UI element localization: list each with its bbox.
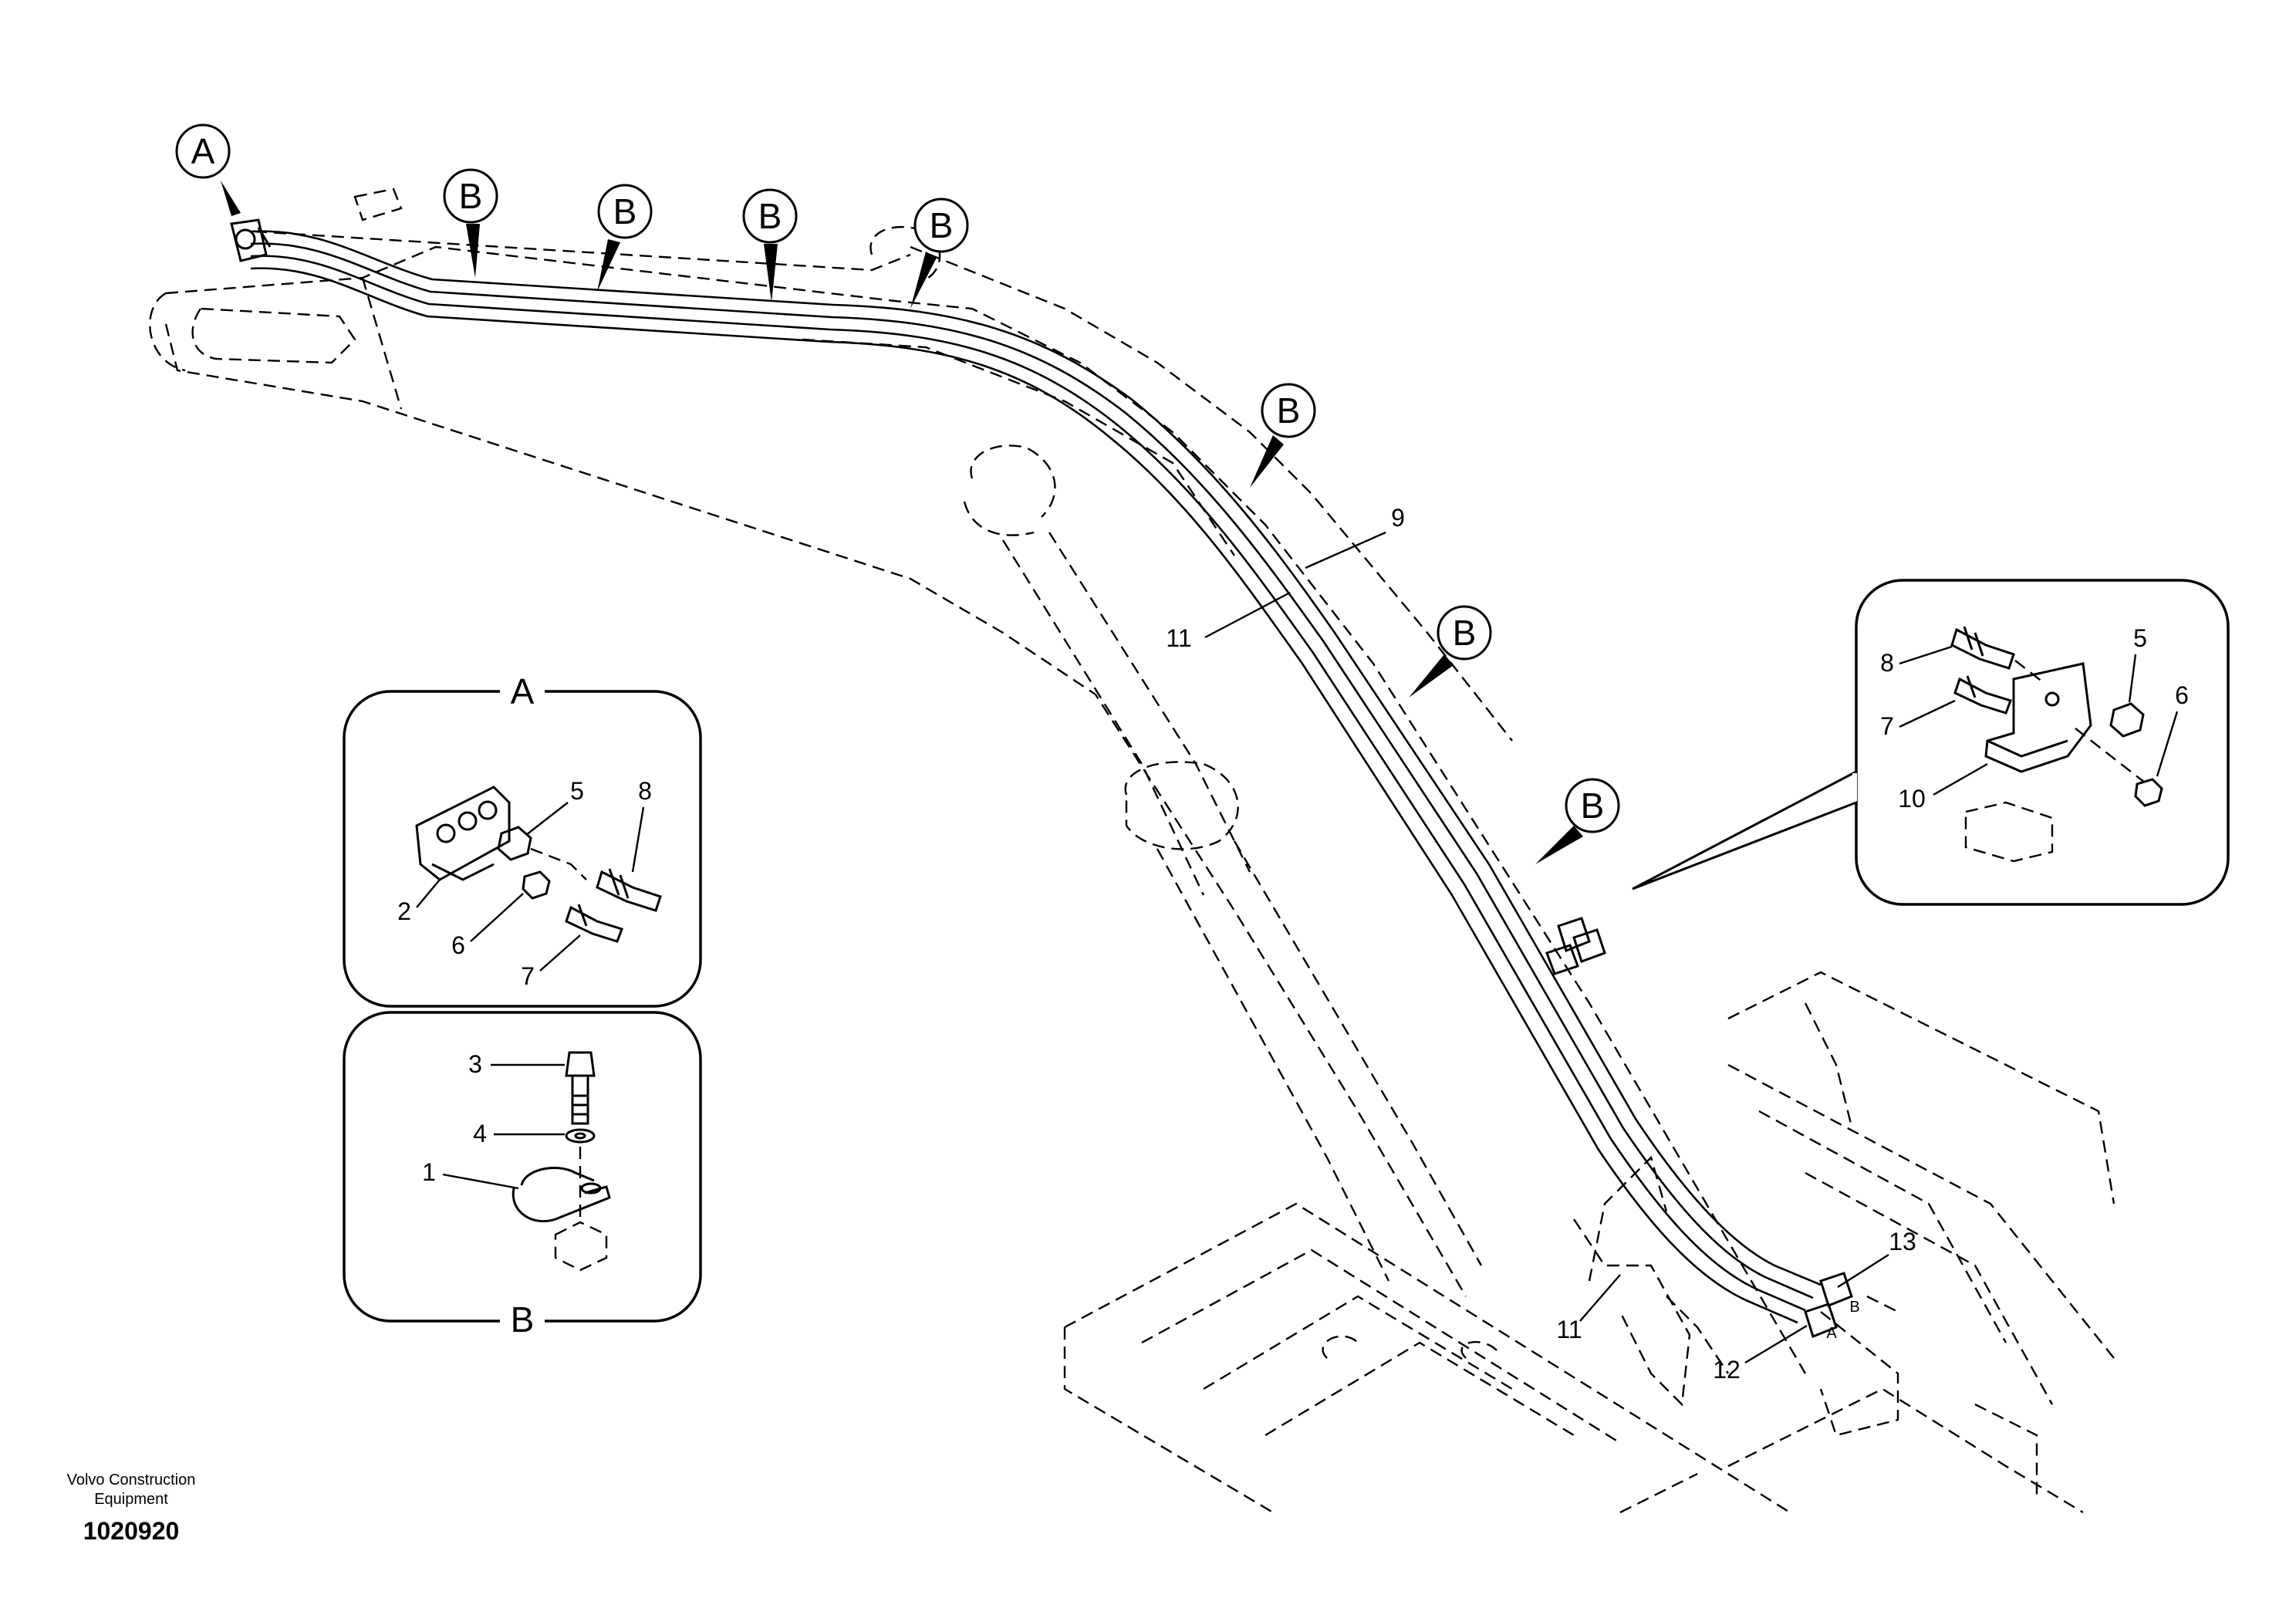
- svg-text:9: 9: [1391, 504, 1405, 532]
- svg-text:B: B: [758, 196, 782, 236]
- drawing-number: 1020920: [83, 1517, 180, 1545]
- svg-text:B: B: [613, 191, 637, 231]
- svg-text:A: A: [1826, 1325, 1837, 1342]
- svg-text:6: 6: [451, 931, 465, 959]
- svg-text:11: 11: [1166, 624, 1191, 652]
- svg-text:12: 12: [1713, 1356, 1741, 1384]
- detail-view-b-title: B: [511, 1299, 535, 1340]
- svg-text:5: 5: [2133, 624, 2147, 652]
- callout-b-7: B: [1535, 778, 1620, 864]
- footer-company-line1: Volvo Construction: [66, 1472, 196, 1489]
- svg-text:3: 3: [468, 1050, 482, 1078]
- svg-text:1: 1: [422, 1158, 436, 1186]
- svg-text:5: 5: [570, 777, 584, 805]
- svg-text:7: 7: [521, 962, 535, 990]
- callout-b-2: B: [597, 184, 653, 292]
- detail-view-b: B 3 4 1: [343, 1011, 702, 1340]
- svg-text:B: B: [1849, 1299, 1859, 1316]
- svg-text:B: B: [459, 176, 483, 216]
- callout-b-3: B: [742, 188, 798, 302]
- fitting-a-end: [230, 218, 272, 262]
- hose-assembly: [250, 230, 1822, 1324]
- svg-text:8: 8: [638, 777, 652, 805]
- svg-text:13: 13: [1889, 1228, 1916, 1255]
- port-marks: B A: [1826, 1299, 1859, 1342]
- svg-text:2: 2: [397, 897, 411, 925]
- svg-text:4: 4: [473, 1120, 487, 1147]
- svg-text:B: B: [1453, 613, 1477, 653]
- svg-text:6: 6: [2175, 681, 2189, 709]
- footer-company-name: Volvo Construction Equipment: [46, 1471, 216, 1509]
- part-label-13: 13: [1837, 1228, 1916, 1289]
- mid-joint-fittings: [1545, 917, 1606, 975]
- part-label-9: 9: [1305, 504, 1405, 569]
- hose-end-fittings: [1804, 1272, 1853, 1338]
- part-label-12: 12: [1713, 1324, 1808, 1384]
- boom-outline: [149, 188, 2115, 1514]
- callout-b-1: B: [443, 168, 498, 278]
- svg-text:B: B: [1277, 390, 1301, 431]
- callout-b-4: B: [910, 198, 969, 309]
- detail-view-right: 8 7 5 6 10: [1632, 579, 2230, 906]
- footer-company-line2: Equipment: [94, 1491, 168, 1508]
- svg-text:10: 10: [1898, 785, 1926, 813]
- svg-text:B: B: [1581, 786, 1605, 826]
- svg-text:8: 8: [1880, 649, 1894, 677]
- part-label-11-lower: 11: [1556, 1274, 1621, 1343]
- callout-a: A: [175, 123, 241, 216]
- svg-text:B: B: [930, 205, 954, 245]
- detail-view-a-title: A: [511, 671, 535, 711]
- callout-b-5: B: [1250, 383, 1316, 488]
- detail-view-a: A 5 8 2 6 7: [343, 671, 702, 1008]
- part-label-11-upper: 11: [1166, 591, 1291, 652]
- svg-text:11: 11: [1556, 1316, 1582, 1343]
- callout-a-text: A: [191, 131, 215, 171]
- svg-text:7: 7: [1880, 712, 1894, 740]
- callout-b-6: B: [1409, 605, 1492, 698]
